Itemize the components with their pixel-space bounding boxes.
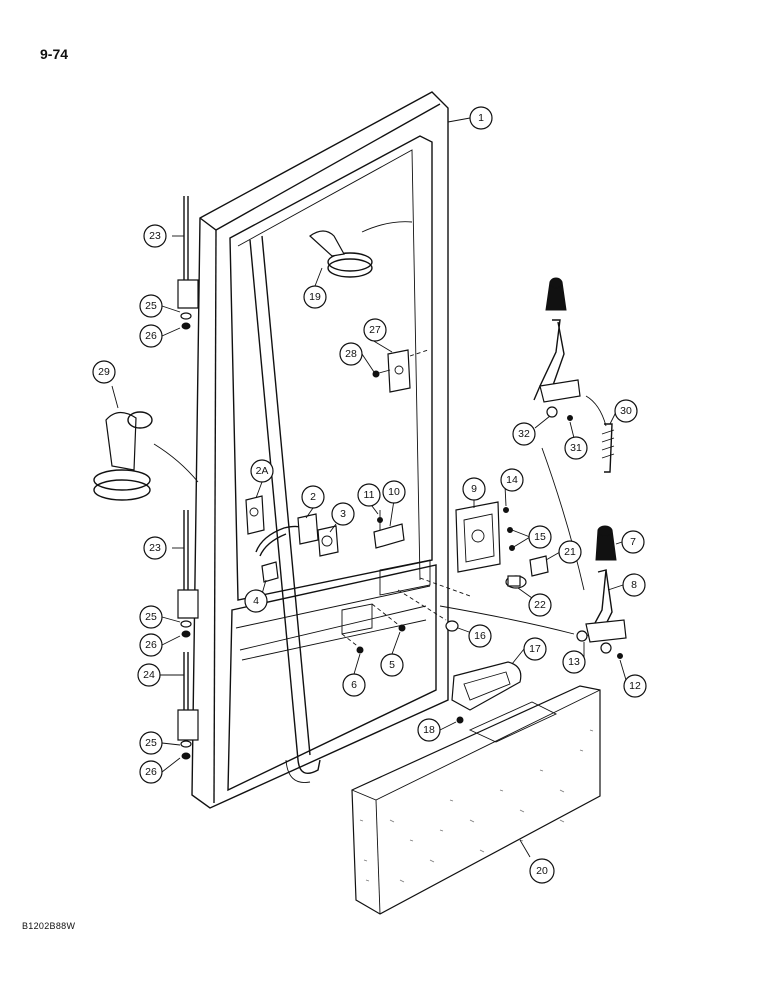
svg-text:3: 3 — [340, 508, 346, 520]
svg-text:9: 9 — [471, 483, 477, 495]
callout-13: 13 — [562, 650, 586, 674]
svg-text:23: 23 — [149, 542, 161, 554]
callout-17: 17 — [523, 637, 547, 661]
callout-21: 21 — [558, 540, 582, 564]
rod-upper — [541, 447, 585, 591]
callout-3: 3 — [331, 502, 355, 526]
callout-16: 16 — [468, 624, 492, 648]
outside-handle-17 — [451, 661, 522, 724]
bracket-27 — [372, 349, 429, 393]
hinge-pins — [177, 196, 199, 760]
callout-12: 12 — [623, 674, 647, 698]
callout-5: 5 — [380, 653, 404, 677]
callout-6: 6 — [342, 673, 366, 697]
svg-text:17: 17 — [529, 643, 541, 655]
svg-text:30: 30 — [620, 405, 632, 417]
callout-2: 2 — [301, 485, 325, 509]
seal-coil-left — [93, 411, 199, 501]
svg-text:21: 21 — [564, 546, 576, 558]
svg-text:14: 14 — [506, 474, 518, 486]
callout-20: 20 — [529, 858, 555, 884]
callout-23-upper: 23 — [143, 224, 167, 248]
callout-25-lower: 25 — [139, 731, 163, 755]
callout-23-middle: 23 — [143, 536, 167, 560]
svg-text:2: 2 — [310, 491, 316, 503]
callout-25-upper: 25 — [139, 294, 163, 318]
callout-32: 32 — [512, 422, 536, 446]
svg-text:6: 6 — [351, 679, 357, 691]
svg-text:20: 20 — [536, 865, 548, 877]
upper-lever-assembly — [533, 277, 615, 473]
svg-text:16: 16 — [474, 630, 486, 642]
svg-text:15: 15 — [534, 531, 546, 543]
svg-text:8: 8 — [631, 579, 637, 591]
svg-text:32: 32 — [518, 428, 530, 440]
svg-text:24: 24 — [143, 669, 155, 681]
svg-text:1: 1 — [478, 112, 484, 124]
svg-text:26: 26 — [145, 639, 157, 651]
callout-18: 18 — [417, 718, 441, 742]
striker-10 — [373, 510, 405, 549]
svg-text:26: 26 — [145, 766, 157, 778]
svg-text:5: 5 — [389, 659, 395, 671]
callout-9: 9 — [462, 477, 486, 501]
callout-2A: 2A — [250, 459, 274, 483]
callout-14: 14 — [500, 468, 524, 492]
callout-26-middle: 26 — [139, 633, 163, 657]
callout-4: 4 — [244, 589, 268, 613]
svg-text:29: 29 — [98, 366, 110, 378]
svg-text:18: 18 — [423, 724, 435, 736]
rod-lower — [439, 605, 575, 635]
svg-text:28: 28 — [345, 348, 357, 360]
callout-7: 7 — [621, 530, 645, 554]
lower-lever-assembly — [576, 525, 627, 659]
svg-text:25: 25 — [145, 611, 157, 623]
seal-coil-upper — [309, 221, 413, 278]
small-fasteners — [341, 577, 471, 654]
latch-9 — [455, 501, 549, 589]
svg-text:13: 13 — [568, 656, 580, 668]
callout-26-lower: 26 — [139, 760, 163, 784]
svg-text:26: 26 — [145, 330, 157, 342]
callout-26-upper: 26 — [139, 324, 163, 348]
svg-text:27: 27 — [369, 324, 381, 336]
callout-10: 10 — [382, 480, 406, 504]
svg-text:22: 22 — [534, 599, 546, 611]
callout-19: 19 — [303, 285, 327, 309]
foam-insulation-block — [351, 685, 601, 915]
callout-29: 29 — [92, 360, 116, 384]
leader-lines — [111, 117, 627, 858]
callout-25-middle: 25 — [139, 605, 163, 629]
callout-31: 31 — [564, 436, 588, 460]
callout-11: 11 — [357, 483, 381, 507]
svg-text:23: 23 — [149, 230, 161, 242]
callout-8: 8 — [622, 573, 646, 597]
figure-code: B1202B88W — [22, 921, 76, 931]
page-number: 9-74 — [40, 46, 69, 62]
svg-text:7: 7 — [630, 536, 636, 548]
svg-text:19: 19 — [309, 291, 321, 303]
inside-handle-group — [245, 495, 339, 583]
callout-30: 30 — [614, 399, 638, 423]
callout-28: 28 — [339, 342, 363, 366]
svg-text:25: 25 — [145, 737, 157, 749]
svg-text:10: 10 — [388, 486, 400, 498]
svg-text:12: 12 — [629, 680, 641, 692]
callout-27: 27 — [363, 318, 387, 342]
svg-text:2A: 2A — [256, 465, 269, 477]
callout-15: 15 — [528, 525, 552, 549]
callout-22: 22 — [528, 593, 552, 617]
svg-text:4: 4 — [253, 595, 259, 607]
door-frame — [191, 91, 449, 809]
svg-text:31: 31 — [570, 442, 582, 454]
svg-text:11: 11 — [364, 489, 375, 501]
callout-1: 1 — [469, 106, 493, 130]
svg-text:25: 25 — [145, 300, 157, 312]
callout-24: 24 — [137, 663, 161, 687]
